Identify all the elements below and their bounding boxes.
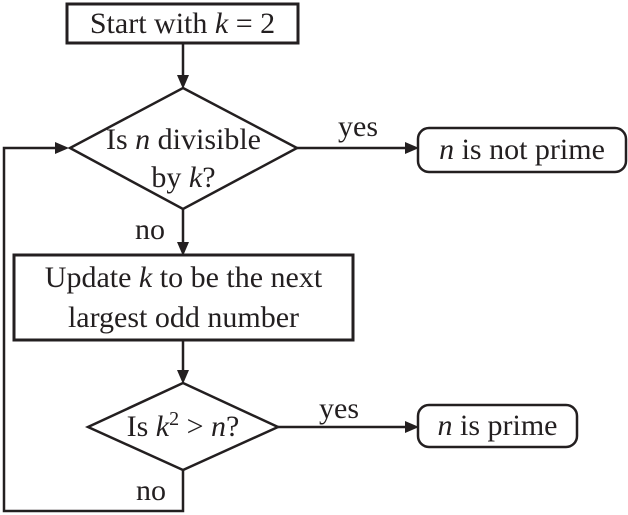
arrowhead-into-divisible [177, 75, 189, 89]
divisible-node-label: Is n divisible by k? [70, 108, 297, 209]
not-prime-node-label: n is not prime [418, 128, 626, 172]
arrowhead-loop-into-divisible [55, 142, 69, 154]
not-prime-text: n is not prime [439, 133, 605, 166]
divisible-yes-label: yes [338, 110, 378, 143]
prime-text: n is prime [437, 409, 558, 442]
divisible-diamond [67, 86, 300, 211]
arrowhead-into-prime [405, 421, 419, 433]
square-diamond [84, 381, 282, 472]
arrowhead-into-not-prime [405, 142, 419, 154]
update-node-label: Update k to be the next largest odd numb… [14, 255, 353, 340]
update-text-line1: Update k to be the next [44, 260, 323, 294]
divisible-text-line2: by k? [151, 160, 216, 194]
arrowhead-into-square [177, 370, 189, 384]
square-node-label: Is k2 > n? [88, 383, 278, 470]
square-yes-label: yes [319, 392, 359, 425]
start-node-label: Start with k = 2 [67, 4, 298, 43]
connector-square-no-loop [2, 146, 185, 513]
divisible-text-line1: Is n divisible [105, 122, 261, 156]
prime-box [416, 403, 579, 449]
start-box [65, 2, 300, 45]
prime-node-label: n is prime [418, 405, 577, 447]
divisible-no-label: no [135, 213, 165, 246]
square-no-label: no [136, 474, 166, 507]
start-text: Start with k = 2 [89, 6, 276, 40]
update-box [12, 253, 355, 342]
square-text: Is k2 > n? [126, 407, 240, 443]
not-prime-box [416, 126, 628, 174]
arrowhead-into-update [177, 242, 189, 256]
update-text-line2: largest odd number [67, 300, 300, 334]
